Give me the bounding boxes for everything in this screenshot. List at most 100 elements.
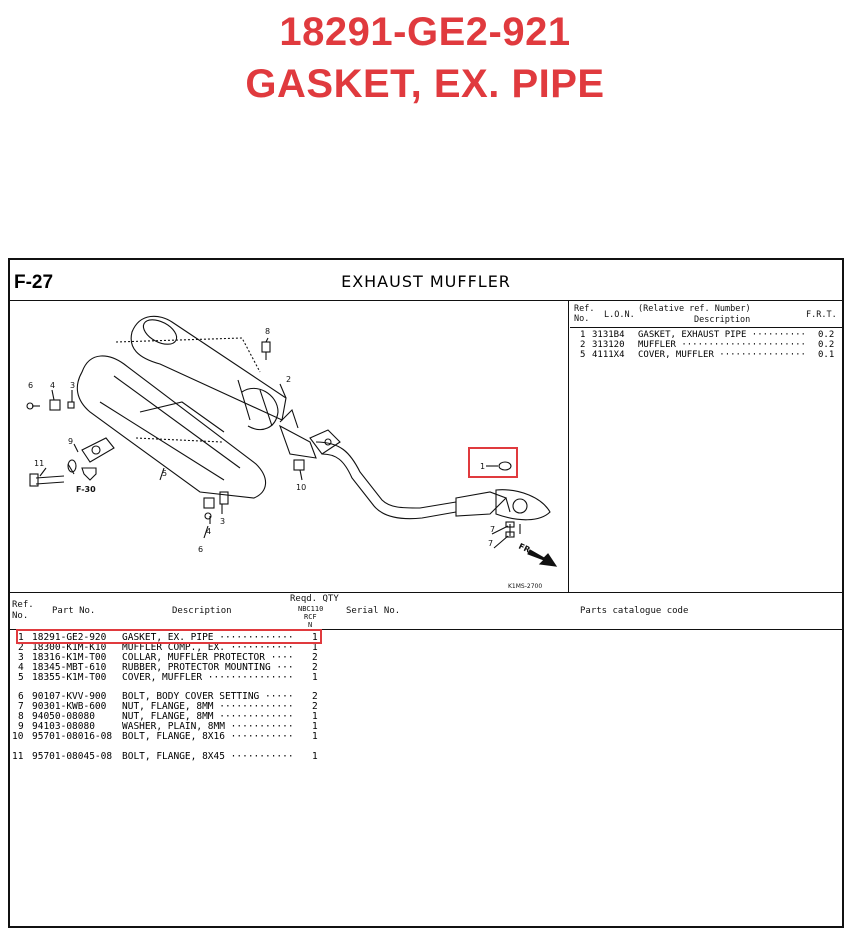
parts-row: 4 18345-MBT-610 RUBBER, PROTECTOR MOUNTI… — [18, 662, 418, 673]
row-qty: 2 — [312, 701, 318, 712]
rel-lon: 4111X4 — [592, 350, 625, 360]
row-description: MUFFLER COMP., EX. ··········· — [122, 642, 294, 653]
rel-ref: 5 — [580, 350, 586, 360]
row-ref: 2 — [18, 642, 24, 653]
rel-header-ref: Ref. No. — [574, 304, 595, 324]
parts-header-description: Description — [172, 606, 232, 616]
row-ref: 11 — [12, 751, 24, 762]
parts-row: 2 18300-K1M-K10 MUFFLER COMP., EX. ·····… — [18, 642, 418, 653]
parts-header-reqd-qty: Reqd. QTY — [290, 594, 339, 604]
row-part-no: 95701-08016-08 — [32, 731, 113, 742]
row-ref: 7 — [18, 701, 24, 712]
callout-10: 10 — [296, 483, 306, 492]
section-code: F-27 — [14, 272, 54, 293]
parts-row: 11 95701-08045-08 BOLT, FLANGE, 8X45 ···… — [12, 751, 418, 762]
row-part-no: 18316-K1M-T00 — [32, 652, 107, 663]
rel-frt: 0.2 — [818, 330, 835, 340]
row-description: COLLAR, MUFFLER PROTECTOR ···· — [122, 652, 294, 663]
parts-row: 5 18355-K1M-T00 COVER, MUFFLER ·········… — [18, 672, 418, 683]
rel-row: 1 3131B4 GASKET, EXHAUST PIPE ··········… — [580, 330, 842, 340]
callout-6b: 6 — [198, 545, 203, 554]
parts-header-model-code: RCF — [304, 613, 317, 621]
parts-row: 8 94050-08080 NUT, FLANGE, 8MM ·········… — [18, 711, 418, 722]
highlight-callout — [468, 447, 518, 478]
exploded-diagram: 8 2 6 4 3 9 11 5 F-30 3 4 6 10 1 7 7 FR.… — [10, 302, 568, 592]
callout-2: 2 — [286, 375, 291, 384]
parts-row: 7 90301-KWB-600 NUT, FLANGE, 8MM ·······… — [18, 701, 418, 712]
row-ref: 10 — [12, 731, 24, 742]
row-qty: 1 — [312, 672, 318, 683]
row-ref: 6 — [18, 691, 24, 702]
rel-desc: COVER, MUFFLER ················ — [638, 350, 806, 360]
parts-header-ref: Ref. No. — [12, 600, 34, 621]
callout-9: 9 — [68, 437, 73, 446]
row-description: GASKET, EX. PIPE ············· — [122, 632, 294, 643]
parts-row: 10 95701-08016-08 BOLT, FLANGE, 8X16 ···… — [12, 731, 418, 742]
rel-frt: 0.2 — [818, 340, 835, 350]
divider — [568, 300, 569, 592]
section-title: EXHAUST MUFFLER — [341, 272, 511, 291]
row-qty: 2 — [312, 691, 318, 702]
part-number-heading: 18291-GE2-921 — [279, 10, 571, 54]
row-description: BOLT, FLANGE, 8X45 ··········· — [122, 751, 294, 762]
row-ref: 5 — [18, 672, 24, 683]
muffler-drawing: 8 2 6 4 3 9 11 5 F-30 3 4 6 10 1 7 7 FR.… — [26, 315, 558, 590]
parts-row: 6 90107-KVV-900 BOLT, BODY COVER SETTING… — [18, 691, 418, 702]
rel-header-relative: (Relative ref. Number) — [638, 304, 751, 314]
parts-header-catalogue: Parts catalogue code — [580, 606, 689, 616]
divider — [10, 592, 842, 593]
row-part-no: 94050-08080 — [32, 711, 95, 722]
callout-4: 4 — [50, 381, 55, 390]
relative-ref-table: Ref. No. L.O.N. (Relative ref. Number) D… — [570, 302, 842, 592]
rel-header-frt: F.R.T. — [806, 310, 837, 320]
parts-sheet: F-27 EXHAUST MUFFLER — [8, 258, 844, 928]
rel-lon: 3131B4 — [592, 330, 625, 340]
row-qty: 2 — [312, 652, 318, 663]
divider — [570, 327, 842, 328]
rel-lon: 313120 — [592, 340, 625, 350]
row-qty: 1 — [312, 711, 318, 722]
row-ref: 3 — [18, 652, 24, 663]
rel-desc: MUFFLER ······················· — [638, 340, 806, 350]
rel-header-description: Description — [694, 315, 751, 325]
parts-row: 9 94103-08080 WASHER, PLAIN, 8MM ·······… — [18, 721, 418, 732]
row-qty: 1 — [312, 731, 318, 742]
figure-code: K1MS-2700 — [508, 583, 542, 590]
callout-4b: 4 — [206, 527, 211, 536]
row-part-no: 18345-MBT-610 — [32, 662, 107, 673]
row-ref: 8 — [18, 711, 24, 722]
rel-ref: 2 — [580, 340, 586, 350]
row-part-no: 90107-KVV-900 — [32, 691, 107, 702]
parts-header-serial: Serial No. — [346, 606, 401, 616]
row-qty: 1 — [312, 751, 318, 762]
rel-frt: 0.1 — [818, 350, 835, 360]
row-description: NUT, FLANGE, 8MM ············· — [122, 701, 294, 712]
rel-desc: GASKET, EXHAUST PIPE ·········· — [638, 330, 806, 340]
row-description: NUT, FLANGE, 8MM ············· — [122, 711, 294, 722]
callout-f30: F-30 — [76, 485, 96, 494]
row-ref: 9 — [18, 721, 24, 732]
parts-row: 3 18316-K1M-T00 COLLAR, MUFFLER PROTECTO… — [18, 652, 418, 663]
row-qty: 1 — [312, 721, 318, 732]
row-part-no: 94103-08080 — [32, 721, 95, 732]
row-part-no: 18355-K1M-T00 — [32, 672, 107, 683]
callout-7: 7 — [490, 525, 495, 534]
row-part-no: 18300-K1M-K10 — [32, 642, 107, 653]
row-part-no: 18291-GE2-920 — [32, 632, 107, 643]
row-description: COVER, MUFFLER ··············· — [122, 672, 294, 683]
row-ref: 4 — [18, 662, 24, 673]
part-name-heading: GASKET, EX. PIPE — [245, 62, 605, 106]
callout-8: 8 — [265, 327, 270, 336]
row-qty: 1 — [312, 642, 318, 653]
callout-7b: 7 — [488, 539, 493, 548]
callout-6: 6 — [28, 381, 33, 390]
parts-header-model: NBC110 — [298, 605, 324, 613]
row-description: WASHER, PLAIN, 8MM ··········· — [122, 721, 294, 732]
callout-3b: 3 — [220, 517, 225, 526]
row-qty: 1 — [312, 632, 318, 643]
rel-ref: 1 — [580, 330, 586, 340]
row-part-no: 95701-08045-08 — [32, 751, 113, 762]
rel-header-lon: L.O.N. — [604, 310, 635, 320]
row-description: RUBBER, PROTECTOR MOUNTING ··· — [122, 662, 294, 673]
callout-11: 11 — [34, 459, 44, 468]
